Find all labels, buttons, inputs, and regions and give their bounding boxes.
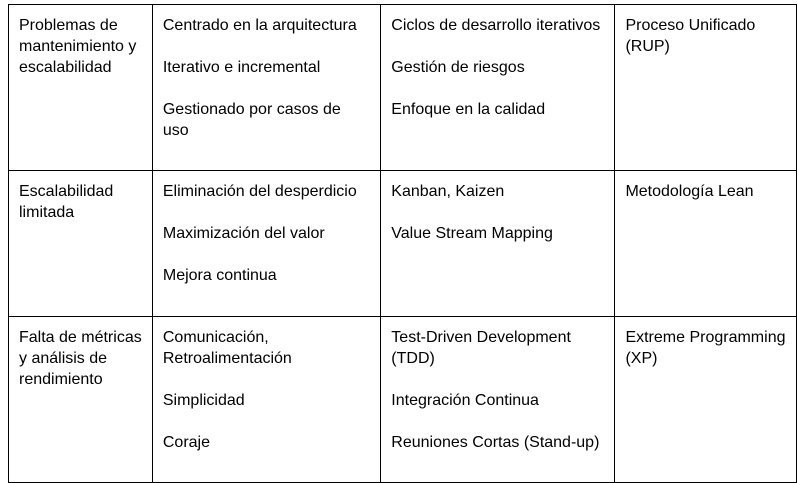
principle-item: Comunicación, Retroalimentación bbox=[162, 329, 292, 367]
table-row: Falta de métricas y análisis de rendimie… bbox=[8, 316, 797, 483]
principles-cell: Eliminación del desperdicio Maximización… bbox=[151, 170, 382, 317]
methodology-cell: Proceso Unificado (RUP) bbox=[614, 4, 797, 171]
problem-text: Falta de métricas y análisis de rendimie… bbox=[19, 329, 142, 388]
problem-cell: Problemas de mantenimiento y escalabilid… bbox=[8, 4, 153, 171]
principle-item: Simplicidad bbox=[162, 392, 245, 409]
methodology-cell: Metodología Lean bbox=[614, 170, 797, 317]
practices-cell: Ciclos de desarrollo iterativos Gestión … bbox=[380, 4, 616, 171]
practice-item: Integración Continua bbox=[391, 392, 539, 409]
methodology-name: Proceso Unificado (RUP) bbox=[625, 17, 756, 55]
practice-item: Gestión de riesgos bbox=[391, 59, 525, 76]
practice-item: Reuniones Cortas (Stand-up) bbox=[391, 434, 600, 451]
principle-item: Mejora continua bbox=[162, 267, 277, 284]
problem-cell: Escalabilidad limitada bbox=[8, 170, 153, 317]
methodology-table: Problemas de mantenimiento y escalabilid… bbox=[8, 4, 797, 483]
principle-item: Coraje bbox=[162, 434, 210, 451]
methodology-cell: Extreme Programming (XP) bbox=[614, 316, 797, 483]
table-row: Problemas de mantenimiento y escalabilid… bbox=[8, 4, 797, 171]
methodology-name: Metodología Lean bbox=[625, 183, 754, 200]
practice-item: Test-Driven Development (TDD) bbox=[391, 329, 571, 367]
table-row: Escalabilidad limitada Eliminación del d… bbox=[8, 170, 797, 317]
practice-item: Kanban, Kaizen bbox=[391, 183, 505, 200]
practices-cell: Test-Driven Development (TDD) Integració… bbox=[380, 316, 616, 483]
principle-item: Iterativo e incremental bbox=[162, 59, 321, 76]
principles-cell: Comunicación, Retroalimentación Simplici… bbox=[151, 316, 382, 483]
problem-text: Problemas de mantenimiento y escalabilid… bbox=[19, 17, 137, 76]
practice-item: Enfoque en la calidad bbox=[391, 101, 546, 118]
methodology-name: Extreme Programming (XP) bbox=[625, 329, 786, 367]
principle-item: Gestionado por casos de uso bbox=[162, 101, 341, 139]
principle-item: Centrado en la arquitectura bbox=[162, 17, 357, 34]
problem-text: Escalabilidad limitada bbox=[19, 183, 114, 221]
practice-item: Value Stream Mapping bbox=[391, 225, 553, 242]
principle-item: Eliminación del desperdicio bbox=[162, 183, 357, 200]
practices-cell: Kanban, Kaizen Value Stream Mapping bbox=[380, 170, 616, 317]
problem-cell: Falta de métricas y análisis de rendimie… bbox=[8, 316, 153, 483]
principles-cell: Centrado en la arquitectura Iterativo e … bbox=[151, 4, 382, 171]
principle-item: Maximización del valor bbox=[162, 225, 325, 242]
practice-item: Ciclos de desarrollo iterativos bbox=[391, 17, 601, 34]
